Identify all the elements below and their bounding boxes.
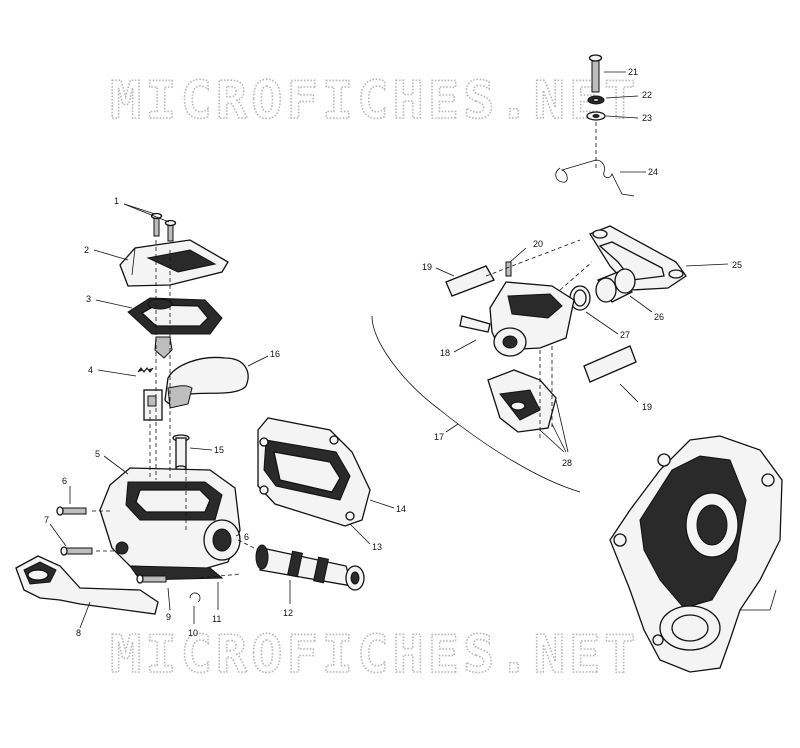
- pivot-pin: [172, 434, 190, 471]
- callout-8: 8: [76, 628, 81, 638]
- callout-18: 18: [440, 348, 450, 358]
- caliper-piston: [595, 268, 636, 303]
- brake-pads: [487, 369, 557, 433]
- cover-gasket: [127, 297, 223, 335]
- throttle-plunger: [154, 336, 173, 359]
- callout-27: 27: [620, 330, 630, 340]
- housing-bolts: [56, 506, 167, 584]
- housing-cover: [119, 239, 229, 287]
- callout-1: 1: [114, 196, 119, 206]
- callout-13: 13: [372, 542, 382, 552]
- callout-2: 2: [84, 245, 89, 255]
- caliper-bracket: [589, 225, 687, 291]
- callout-9: 9: [166, 612, 171, 622]
- caliper-group-outline: [371, 315, 581, 493]
- pad-shim-upper: [445, 265, 495, 297]
- callout-6-left: 6: [62, 476, 67, 486]
- brake-caliper-assembly: [371, 54, 687, 493]
- callout-26: 26: [654, 312, 664, 322]
- callout-17: 17: [434, 432, 444, 442]
- watermark-top: MICROFICHES.NET: [110, 71, 640, 131]
- callout-21: 21: [628, 67, 638, 77]
- callout-16: 16: [270, 349, 280, 359]
- callout-14: 14: [396, 504, 406, 514]
- callout-23: 23: [642, 113, 652, 123]
- pad-shim-lower: [583, 345, 637, 383]
- callout-layer: 1 2 3 4 5 6 6 7 8 9 10 11 12 13 14 15 16: [44, 67, 742, 638]
- callout-4: 4: [88, 365, 93, 375]
- callout-7: 7: [44, 515, 49, 525]
- throttle-housing-assembly: [15, 212, 371, 615]
- throttle-sleeve: [255, 544, 365, 591]
- callout-25: 25: [732, 260, 742, 270]
- cover-screws: [150, 212, 177, 242]
- callout-12: 12: [283, 608, 293, 618]
- caliper-body: [459, 261, 575, 357]
- callout-6-right: 6: [244, 532, 249, 542]
- housing-rear-cover: [257, 417, 371, 527]
- callout-20: 20: [533, 239, 543, 249]
- callout-19-bottom: 19: [642, 402, 652, 412]
- main-housing: [99, 467, 241, 581]
- callout-19-top: 19: [422, 262, 432, 272]
- crankcase-housing: [609, 435, 783, 673]
- watermark-bottom: MICROFICHES.NET: [110, 625, 640, 685]
- callout-3: 3: [86, 294, 91, 304]
- retaining-clip: [189, 592, 201, 603]
- spring-clip: [555, 159, 635, 197]
- callout-24: 24: [648, 167, 658, 177]
- callout-11: 11: [212, 614, 221, 624]
- callout-5: 5: [95, 449, 100, 459]
- callout-15: 15: [214, 445, 224, 455]
- throttle-lever: [15, 555, 159, 615]
- callout-10: 10: [188, 628, 198, 638]
- callout-28: 28: [562, 458, 572, 468]
- callout-22: 22: [642, 90, 652, 100]
- throttle-arm: [137, 356, 249, 421]
